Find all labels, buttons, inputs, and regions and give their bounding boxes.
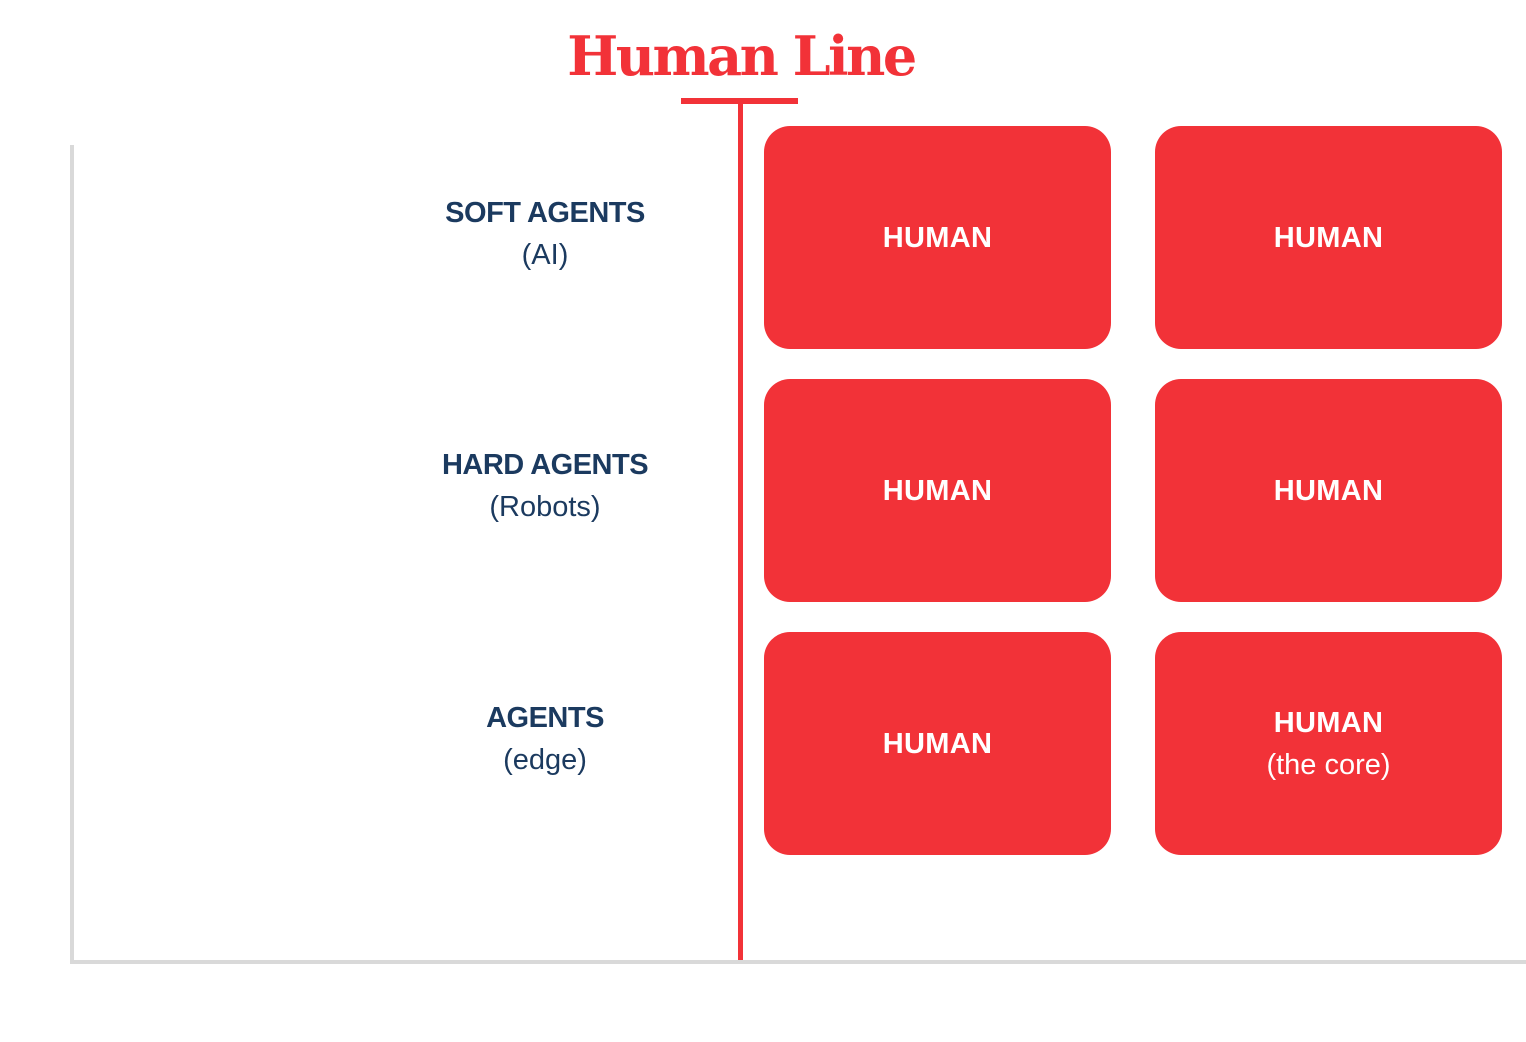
human-box-label: HUMAN — [882, 474, 993, 507]
row-label-title: AGENTS — [486, 702, 604, 734]
diagram-title: Human Line — [567, 24, 917, 88]
human-box-row1-col2: HUMAN — [1155, 126, 1502, 349]
human-box-label: HUMAN — [882, 727, 993, 760]
human-box-row2-col2: HUMAN — [1155, 379, 1502, 602]
human-box-label: HUMAN — [1273, 706, 1384, 739]
row-label-soft-agents: SOFT AGENTS (AI) — [395, 192, 695, 276]
human-box-row3-col2-core: HUMAN (the core) — [1155, 632, 1502, 855]
human-line-divider — [738, 98, 743, 960]
human-box-row2-col1: HUMAN — [764, 379, 1111, 602]
human-box-label: HUMAN — [1273, 221, 1384, 254]
row-label-title: SOFT AGENTS — [445, 197, 645, 229]
human-box-row3-col1: HUMAN — [764, 632, 1111, 855]
left-axis-line — [70, 145, 74, 964]
row-label-subtitle: (AI) — [521, 239, 569, 271]
row-label-subtitle: (edge) — [503, 744, 587, 776]
human-box-label: HUMAN — [1273, 474, 1384, 507]
human-box-row1-col1: HUMAN — [764, 126, 1111, 349]
row-label-hard-agents: HARD AGENTS (Robots) — [395, 444, 695, 528]
row-label-title: HARD AGENTS — [441, 449, 649, 481]
row-label-agents: AGENTS (edge) — [395, 697, 695, 781]
human-box-label: HUMAN — [882, 221, 993, 254]
human-box-sublabel: (the core) — [1266, 748, 1391, 781]
bottom-axis-line — [70, 960, 1526, 964]
row-label-subtitle: (Robots) — [489, 491, 601, 523]
